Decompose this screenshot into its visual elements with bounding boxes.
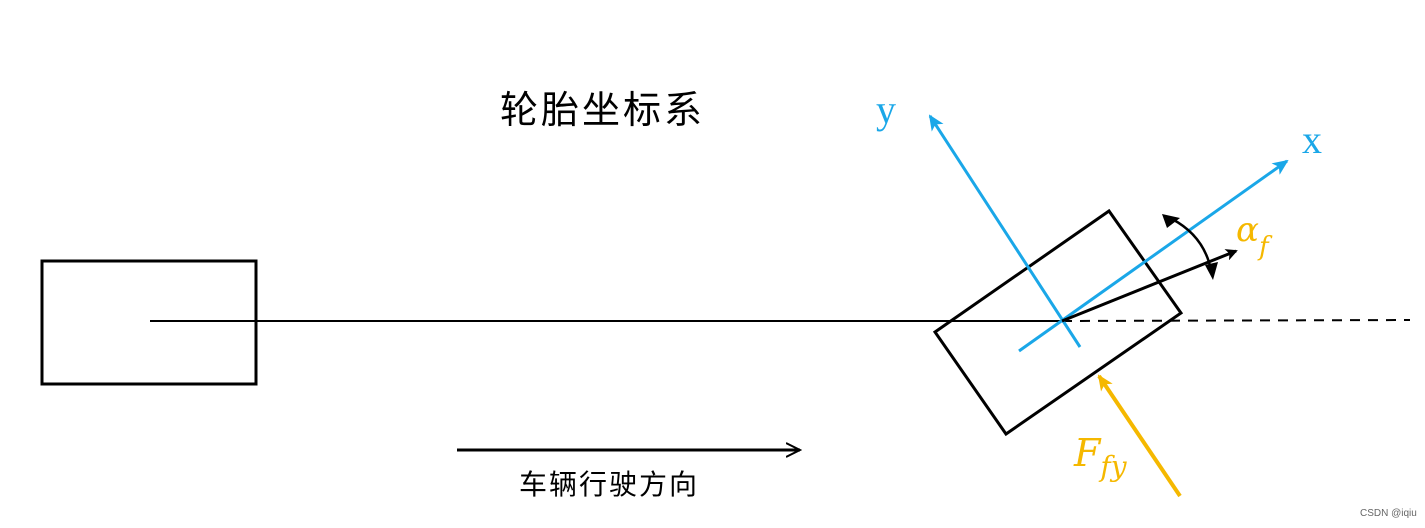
lateral-force-arrow xyxy=(1097,374,1182,498)
watermark: CSDN @iqiu xyxy=(1360,508,1417,519)
tire-x-axis xyxy=(1018,159,1289,353)
slip-angle-arc xyxy=(1171,217,1213,271)
wheel-velocity-vector xyxy=(1061,249,1238,323)
driving-direction-label: 车辆行驶方向 xyxy=(519,468,699,501)
x-axis-label: x xyxy=(1302,117,1322,162)
slip-angle-arrowhead-top xyxy=(1162,214,1180,228)
tire-y-axis xyxy=(928,114,1082,348)
lateral-force-label: Ffy xyxy=(1073,431,1128,483)
front-wheel xyxy=(932,208,1184,437)
centerline-extension-dashed xyxy=(1061,319,1411,322)
slip-angle-arrowhead-bottom xyxy=(1205,262,1218,280)
diagram-title: 轮胎坐标系 xyxy=(500,88,705,132)
lateral-force-subscript: fy xyxy=(1098,450,1127,483)
slip-angle-label: αf xyxy=(1236,210,1273,262)
y-axis-label: y xyxy=(876,87,896,132)
slip-angle-subscript: f xyxy=(1257,232,1273,262)
rear-wheel xyxy=(40,259,258,386)
